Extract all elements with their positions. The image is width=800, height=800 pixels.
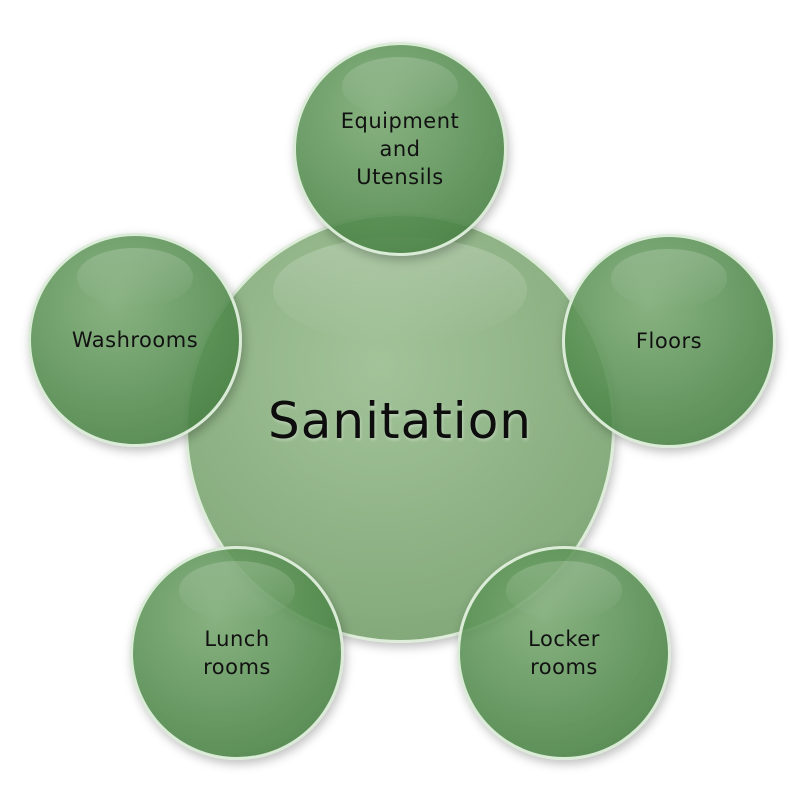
node-label-equipment: Equipment and Utensils xyxy=(340,109,460,189)
node-floors: Floors xyxy=(562,234,776,448)
node-washrooms: Washrooms xyxy=(28,233,242,447)
node-locker-rooms: Locker rooms xyxy=(457,546,671,760)
node-label-locker: Locker rooms xyxy=(528,627,600,679)
node-label-lunch: Lunch rooms xyxy=(203,627,271,679)
node-lunch-rooms: Lunch rooms xyxy=(130,546,344,760)
node-equipment-and-utensils: Equipment and Utensils xyxy=(293,42,507,256)
center-label: Sanitation xyxy=(268,392,532,450)
node-label-floors: Floors xyxy=(635,329,703,353)
node-label-washrooms: Washrooms xyxy=(71,328,199,352)
